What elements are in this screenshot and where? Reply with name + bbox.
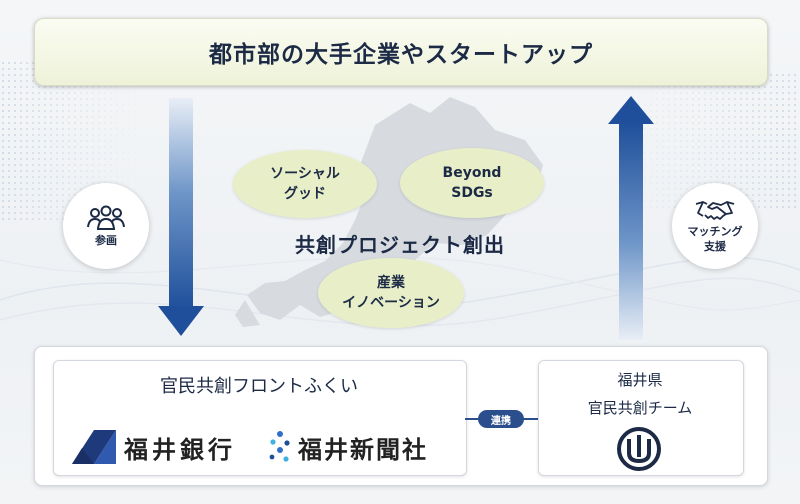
matching-label-line1: マッチング (687, 225, 743, 238)
fukui-bank-logo-icon (72, 430, 116, 464)
bubble-beyond-sdgs-line2: SDGs (451, 185, 493, 201)
bubble-innovation-line2: イノベーション (342, 295, 440, 311)
bubble-industrial-innovation: 産業 イノベーション (318, 258, 464, 328)
bubble-innovation-line1: 産業 (376, 275, 405, 291)
matching-support-badge: マッチング 支援 (672, 183, 758, 269)
top-banner: 都市部の大手企業やスタートアップ (34, 18, 768, 86)
co-creation-title: 共創プロジェクト創出 (295, 233, 505, 257)
fukui-prefecture-emblem-icon (617, 427, 661, 471)
fukui-shimbun-logo-icon (269, 431, 290, 462)
down-arrow (158, 98, 204, 336)
fukui-shimbun-name: 福井新聞社 (298, 435, 428, 464)
participation-label: 参画 (95, 233, 117, 247)
people-group-icon (87, 205, 125, 230)
fukui-bank-name: 福井銀行 (124, 435, 236, 464)
matching-label-line2: 支援 (704, 240, 726, 253)
bubble-beyond-sdgs: Beyond SDGs (400, 148, 544, 218)
bubble-social-good: ソーシャル グッド (233, 150, 377, 218)
prefecture-team-name: 官民共創チーム (587, 399, 693, 417)
up-arrow (608, 96, 654, 340)
bubble-social-good-line2: グッド (283, 186, 326, 202)
prefecture-name: 福井県 (617, 371, 663, 389)
bubble-social-good-line1: ソーシャル (270, 166, 340, 182)
participation-badge: 参画 (63, 183, 149, 269)
matching-support-label: マッチング 支援 (688, 224, 743, 254)
bubble-beyond-sdgs-line1: Beyond (442, 165, 502, 181)
top-banner-title: 都市部の大手企業やスタートアップ (209, 42, 593, 68)
front-fukui-title: 官民共創フロントふくい (160, 376, 358, 397)
handshake-icon (695, 201, 735, 220)
front-fukui-box (53, 360, 467, 476)
partnership-pill: 連携 (478, 410, 524, 428)
